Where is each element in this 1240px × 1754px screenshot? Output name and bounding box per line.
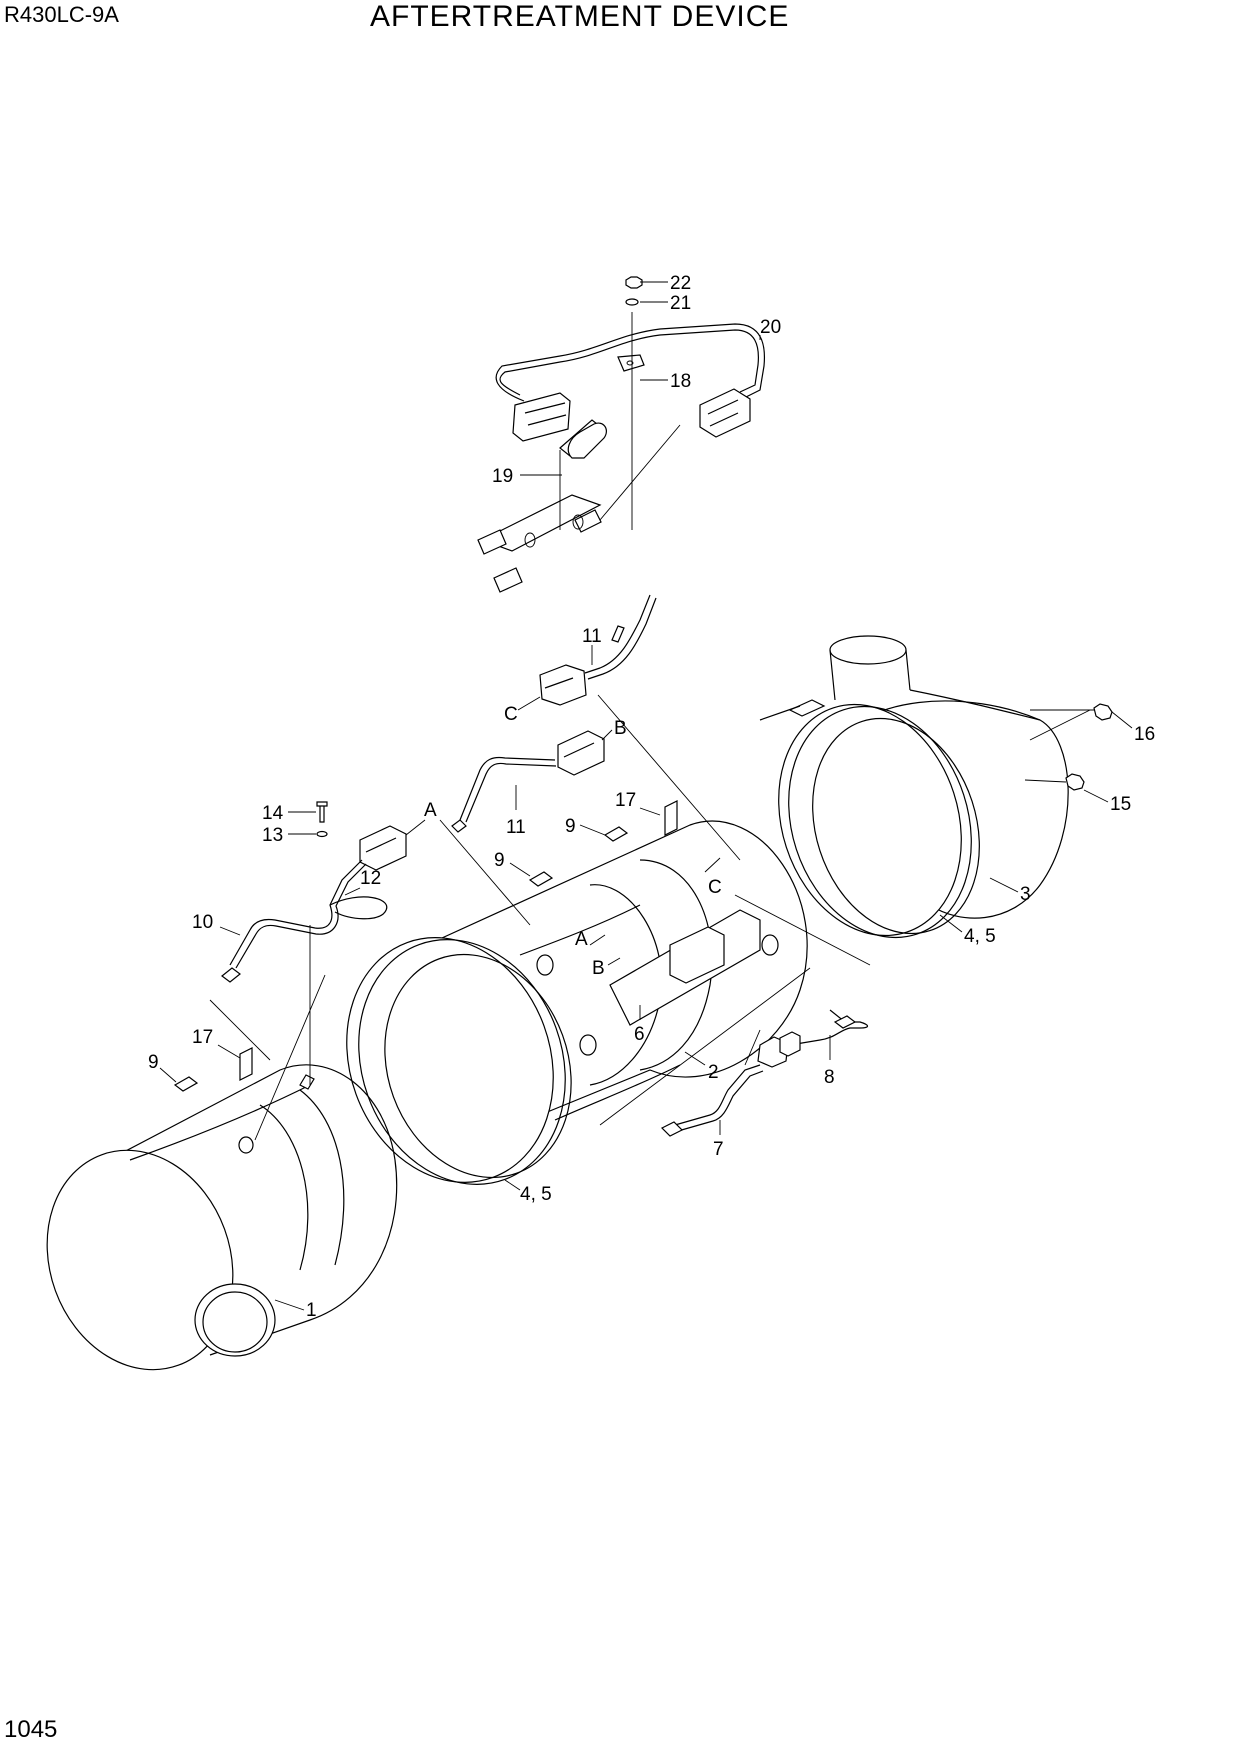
callout-15: 15 (1083, 789, 1131, 815)
svg-text:11: 11 (506, 817, 526, 838)
callout-20: 20 (759, 317, 781, 340)
callout-13: 13 (262, 825, 316, 846)
svg-text:18: 18 (670, 371, 691, 392)
sensor-wire-10 (221, 801, 407, 983)
callout-18: 18 (640, 371, 691, 392)
svg-text:2: 2 (708, 1062, 719, 1083)
callout-21: 21 (640, 293, 691, 314)
sensor-wire-11-lower (451, 730, 605, 833)
harness-connector-right (699, 388, 751, 438)
screw-part-14 (316, 801, 328, 823)
clamp-part-18 (617, 354, 645, 372)
svg-text:10: 10 (192, 912, 213, 933)
svg-text:20: 20 (760, 317, 781, 338)
callout-1: 1 (274, 1299, 317, 1321)
bolt-part-15 (1065, 773, 1085, 791)
svg-text:9: 9 (148, 1052, 159, 1073)
svg-text:17: 17 (615, 790, 636, 811)
connector-C (539, 664, 587, 706)
svg-text:17: 17 (192, 1027, 213, 1048)
callout-11-upper: 11 (582, 626, 602, 665)
nut-part (625, 276, 643, 289)
svg-text:12: 12 (360, 868, 381, 889)
callout-A-upper: A (405, 800, 437, 836)
bolt-part-16 (1093, 703, 1113, 721)
callout-B-lower: B (592, 957, 621, 979)
tube-part-8 (789, 1009, 869, 1046)
callout-22: 22 (640, 273, 691, 294)
harness-bracket (480, 494, 602, 552)
callout-16: 16 (1111, 711, 1155, 745)
callout-3: 3 (989, 877, 1031, 905)
svg-text:7: 7 (713, 1139, 724, 1160)
connector-A (359, 825, 407, 871)
page-title: AFTERTREATMENT DEVICE (370, 0, 790, 33)
callout-2: 2 (684, 1051, 719, 1083)
svg-text:C: C (504, 704, 518, 725)
callout-9-bottom: 9 (148, 1052, 177, 1083)
callout-9-top: 9 (565, 816, 606, 837)
washer-part (625, 298, 639, 306)
svg-text:C: C (708, 877, 722, 898)
svg-text:A: A (575, 929, 588, 950)
svg-text:4, 5: 4, 5 (964, 926, 996, 947)
callout-6: 6 (634, 1005, 645, 1045)
svg-text:A: A (424, 800, 437, 821)
callout-19: 19 (492, 466, 562, 487)
svg-text:6: 6 (634, 1024, 645, 1045)
callout-labels: 22 21 20 18 19 11 C B 16 15 14 13 A 11 1… (148, 273, 1155, 1321)
svg-text:8: 8 (824, 1067, 835, 1088)
svg-text:B: B (592, 958, 605, 979)
callout-8: 8 (824, 1035, 835, 1088)
model-number: R430LC-9A (4, 2, 119, 27)
callout-9-mid: 9 (494, 850, 531, 877)
callout-A-lower: A (575, 929, 606, 950)
callout-4-5-upper: 4, 5 (939, 914, 996, 947)
callout-7: 7 (713, 1120, 724, 1160)
callout-11-lower: 11 (506, 785, 526, 838)
svg-text:9: 9 (494, 850, 505, 871)
callout-17-lower: 17 (192, 1027, 241, 1059)
svg-text:1: 1 (306, 1300, 317, 1321)
svg-text:B: B (614, 718, 627, 739)
svg-text:11: 11 (582, 626, 602, 647)
tube-part-7 (674, 1064, 761, 1126)
wiring-harness-assembly (477, 276, 766, 593)
tube-assembly (660, 1009, 869, 1137)
svg-text:22: 22 (670, 273, 691, 294)
svg-text:15: 15 (1110, 794, 1131, 815)
outlet-elbow-3 (759, 635, 1113, 939)
connector-B (557, 730, 605, 776)
washer-part-13 (316, 830, 328, 838)
callout-C-lower: C (704, 857, 722, 898)
callout-10: 10 (192, 912, 241, 936)
catalyst-body-2 (346, 694, 871, 1185)
sensor-wire-11-upper (539, 594, 657, 706)
callout-C-upper: C (504, 696, 541, 725)
page-number: 1045 (4, 1716, 58, 1743)
callout-4-5-lower: 4, 5 (504, 1179, 552, 1205)
svg-text:3: 3 (1020, 884, 1031, 905)
clamp-part-12 (329, 896, 388, 920)
svg-text:4, 5: 4, 5 (520, 1184, 552, 1205)
svg-text:16: 16 (1134, 724, 1155, 745)
svg-text:21: 21 (670, 293, 691, 314)
callout-17-upper: 17 (615, 790, 661, 816)
svg-text:13: 13 (262, 825, 283, 846)
callout-B-upper: B (601, 718, 627, 741)
callout-14: 14 (262, 803, 316, 824)
svg-text:9: 9 (565, 816, 576, 837)
callout-12: 12 (344, 868, 381, 896)
svg-text:19: 19 (492, 466, 513, 487)
svg-text:14: 14 (262, 803, 284, 824)
inlet-body-1 (46, 925, 398, 1371)
